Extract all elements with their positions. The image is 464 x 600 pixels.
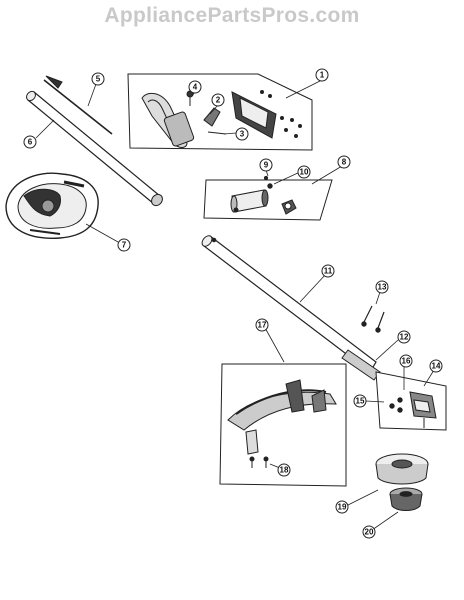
svg-text:6: 6 [28, 138, 33, 147]
callout-8[interactable]: 8 [337, 155, 351, 169]
svg-text:10: 10 [300, 168, 309, 177]
svg-text:11: 11 [324, 267, 333, 276]
svg-text:13: 13 [378, 283, 387, 292]
callout-12[interactable]: 12 [397, 330, 411, 344]
trimmer-head [375, 453, 429, 511]
callout-18[interactable]: 18 [277, 463, 291, 477]
callout-20[interactable]: 20 [362, 525, 376, 539]
upper-shaft [26, 75, 163, 207]
callout-5[interactable]: 5 [91, 72, 105, 86]
svg-text:15: 15 [356, 397, 365, 406]
panel-gear-head [375, 371, 447, 431]
callout-14[interactable]: 14 [429, 359, 443, 373]
callout-15[interactable]: 15 [353, 394, 367, 408]
shaft-screws [361, 305, 385, 333]
panel-handle-assembly [127, 73, 313, 151]
callout-17[interactable]: 17 [255, 318, 269, 332]
svg-text:9: 9 [264, 161, 269, 170]
svg-text:14: 14 [432, 362, 441, 371]
callout-19[interactable]: 19 [335, 500, 349, 514]
svg-text:4: 4 [193, 83, 198, 92]
svg-text:2: 2 [216, 96, 221, 105]
svg-text:1: 1 [320, 71, 325, 80]
svg-text:8: 8 [342, 158, 347, 167]
callout-7[interactable]: 7 [117, 238, 131, 252]
svg-text:5: 5 [96, 75, 101, 84]
engine-housing [5, 172, 99, 239]
callout-13[interactable]: 13 [375, 280, 389, 294]
lower-shaft [201, 235, 381, 381]
callout-3[interactable]: 3 [235, 127, 249, 141]
svg-text:12: 12 [400, 333, 409, 342]
svg-text:17: 17 [258, 321, 267, 330]
svg-text:18: 18 [280, 466, 289, 475]
watermark-logo: AppliancePartsPros.com [104, 4, 360, 27]
callout-2[interactable]: 2 [211, 93, 225, 107]
panel-coupler [203, 175, 333, 221]
callout-4[interactable]: 4 [188, 80, 202, 94]
callout-11[interactable]: 11 [321, 264, 335, 278]
svg-text:7: 7 [122, 241, 127, 250]
panel-guard [219, 363, 347, 487]
callout-6[interactable]: 6 [23, 135, 37, 149]
callout-16[interactable]: 16 [399, 354, 413, 368]
callout-10[interactable]: 10 [297, 165, 311, 179]
callout-9[interactable]: 9 [259, 158, 273, 172]
svg-text:20: 20 [365, 528, 374, 537]
callout-1[interactable]: 1 [315, 68, 329, 82]
svg-text:16: 16 [402, 357, 411, 366]
svg-text:19: 19 [338, 503, 347, 512]
svg-text:3: 3 [240, 130, 245, 139]
